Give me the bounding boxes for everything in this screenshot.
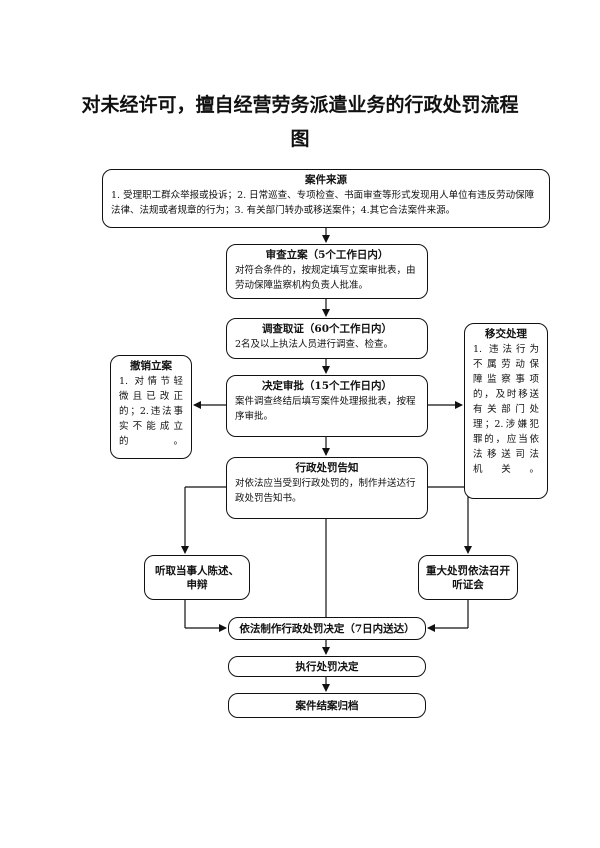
investigation-text: 2名及以上执法人员进行调查、检查。 xyxy=(235,339,394,350)
statement-box: 听取当事人陈述、申辩 xyxy=(144,555,250,600)
filing-title: 审查立案（5个工作日内） xyxy=(265,249,389,261)
decision-text: 案件调查终结后填写案件处理报批表，按程序审批。 xyxy=(235,396,416,422)
execute-penalty-box: 执行处罚决定 xyxy=(228,656,426,677)
transfer-title: 移交处理 xyxy=(485,328,527,340)
decision-title: 决定审批（15个工作日内） xyxy=(261,380,393,392)
penalty-notice-box: 行政处罚告知 对依法应当受到行政处罚的，制作并送达行政处罚告知书。 xyxy=(226,457,428,519)
case-source-title: 案件来源 xyxy=(305,174,347,186)
decision-box: 决定审批（15个工作日内） 案件调查终结后填写案件处理报批表，按程序审批。 xyxy=(226,375,428,437)
investigation-box: 调查取证（60个工作日内） 2名及以上执法人员进行调查、检查。 xyxy=(226,318,428,359)
filing-text: 对符合条件的，按规定填写立案审批表，由劳动保障监察机构负责人批准。 xyxy=(235,265,416,291)
filing-box: 审查立案（5个工作日内） 对符合条件的，按规定填写立案审批表，由劳动保障监察机构… xyxy=(226,244,428,299)
cancel-filing-box: 撤销立案 1. 对情节轻 微且已改正 的；2.违法事 实不能成立 的。 xyxy=(110,355,192,459)
cancel-filing-text: 1. 对情节轻 微且已改正 的；2.违法事 实不能成立 的。 xyxy=(119,376,183,447)
hearing-box: 重大处罚依法召开听证会 xyxy=(418,555,518,600)
cancel-filing-title: 撤销立案 xyxy=(130,360,172,372)
transfer-text: 1. 违法行为 不属劳动保 障监察事项 的，及时移送 有关部门处 理；2.涉嫌犯… xyxy=(473,344,539,475)
penalty-notice-title: 行政处罚告知 xyxy=(295,462,359,474)
case-source-box: 案件来源 1. 受理职工群众举报或投诉；2. 日常巡查、专项检查、书面审查等形式… xyxy=(102,169,550,228)
case-source-text: 1. 受理职工群众举报或投诉；2. 日常巡查、专项检查、书面审查等形式发现用人单… xyxy=(111,190,535,216)
transfer-box: 移交处理 1. 违法行为 不属劳动保 障监察事项 的，及时移送 有关部门处 理；… xyxy=(464,323,548,499)
case-archive-box: 案件结案归档 xyxy=(228,693,426,718)
investigation-title: 调查取证（60个工作日内） xyxy=(261,323,393,335)
page-title: 对未经许可，擅自经营劳务派遣业务的行政处罚流程 xyxy=(81,94,519,116)
penalty-notice-text: 对依法应当受到行政处罚的，制作并送达行政处罚告知书。 xyxy=(235,478,416,504)
page-title-line2: 图 xyxy=(290,128,310,150)
penalty-decision-box: 依法制作行政处罚决定（7日内送达） xyxy=(228,617,426,640)
